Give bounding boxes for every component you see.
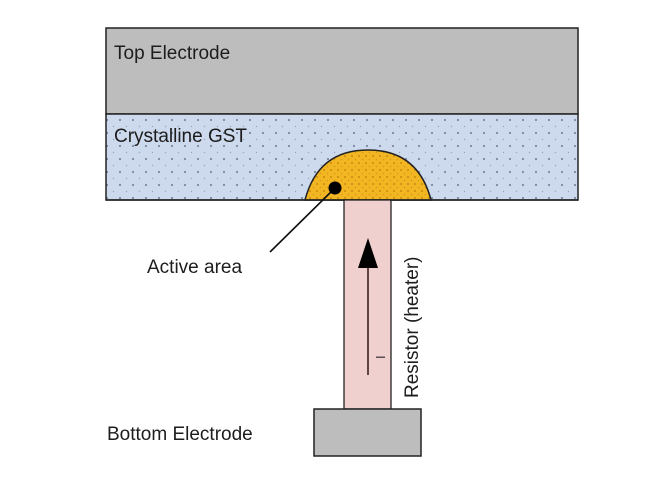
current-label: I bbox=[373, 355, 388, 359]
active-area-dot bbox=[328, 181, 342, 195]
gst-layer-label: Crystalline GST bbox=[114, 126, 247, 147]
top-electrode bbox=[105, 27, 579, 115]
top-electrode-label: Top Electrode bbox=[114, 43, 230, 64]
resistor-label: Resistor (heater) bbox=[402, 257, 423, 399]
active-area-label: Active area bbox=[147, 257, 242, 278]
active-area-leader bbox=[269, 188, 335, 253]
bottom-electrode bbox=[313, 408, 422, 457]
current-arrow-head bbox=[358, 238, 378, 268]
bottom-electrode-label: Bottom Electrode bbox=[107, 424, 253, 445]
